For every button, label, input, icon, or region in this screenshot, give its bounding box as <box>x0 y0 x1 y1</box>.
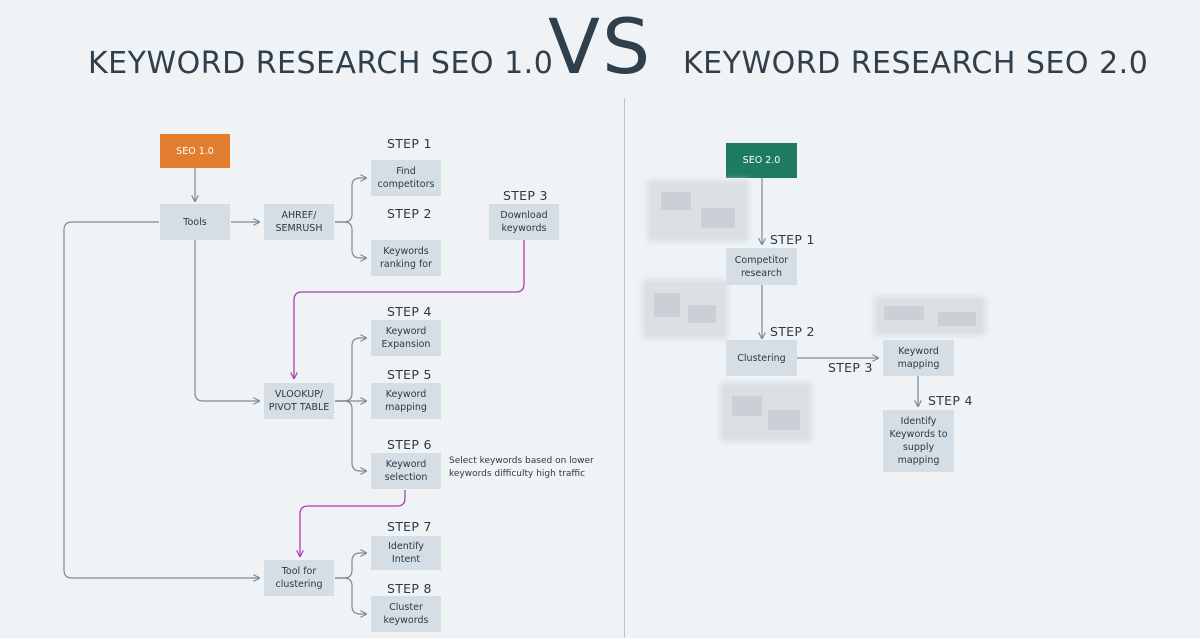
ahref-branch-up <box>335 178 366 223</box>
seo1-step-5: STEP 5 <box>387 367 432 382</box>
clustering-box: Clustering <box>726 340 797 376</box>
seo1-step-2: STEP 2 <box>387 206 432 221</box>
tools-to-vlookup <box>194 240 259 401</box>
obscured-region <box>878 300 982 332</box>
seo2-step-3: STEP 3 <box>828 360 873 375</box>
download-keywords-box: Download keywords <box>489 204 559 240</box>
vs-label: VS <box>548 2 653 91</box>
keywords-ranking-box: Keywords ranking for <box>371 240 441 276</box>
tool-for-clustering-box: Tool for clustering <box>264 560 334 596</box>
vlookup-pivot-box: VLOOKUP/ PIVOT TABLE <box>264 383 334 419</box>
seo2-keyword-mapping-box: Keyword mapping <box>883 340 954 376</box>
ahref-branch-down <box>335 221 366 258</box>
selection-note: Select keywords based on lower keywords … <box>449 456 594 479</box>
identify-keywords-box: Identify Keywords to supply mapping <box>883 410 954 472</box>
seo2-start-box: SEO 2.0 <box>726 143 797 178</box>
clustering-branch-up <box>335 553 366 579</box>
identify-intent-box: Identify Intent <box>371 536 441 570</box>
tools-box: Tools <box>160 204 230 240</box>
obscured-region <box>646 283 724 335</box>
obscured-region <box>651 184 745 238</box>
seo1-start-box: SEO 1.0 <box>160 134 230 168</box>
find-competitors-box: Find competitors <box>371 160 441 196</box>
seo1-step-3: STEP 3 <box>503 188 548 203</box>
center-divider <box>624 98 625 638</box>
seo1-step-6: STEP 6 <box>387 437 432 452</box>
seo1-step-8: STEP 8 <box>387 581 432 596</box>
keyword-expansion-box: Keyword Expansion <box>371 320 441 356</box>
seo1-step-7: STEP 7 <box>387 519 432 534</box>
seo1-step-4: STEP 4 <box>387 304 432 319</box>
seo1-step-1: STEP 1 <box>387 136 432 151</box>
left-title: KEYWORD RESEARCH SEO 1.0 <box>88 46 554 81</box>
vlookup-branch-down <box>335 400 366 471</box>
ahref-semrush-box: AHREF/ SEMRUSH <box>264 204 334 240</box>
vlookup-branch-up <box>335 338 366 402</box>
seo2-step-4: STEP 4 <box>928 393 973 408</box>
selection-to-clustering <box>300 490 406 556</box>
clustering-branch-down <box>335 577 366 614</box>
cluster-keywords-box: Cluster keywords <box>371 596 441 632</box>
obscured-region <box>724 386 808 438</box>
seo2-step-1: STEP 1 <box>770 232 815 247</box>
competitor-research-box: Competitor research <box>726 248 797 285</box>
keyword-selection-box: Keyword selection <box>371 453 441 489</box>
seo2-step-2: STEP 2 <box>770 324 815 339</box>
download-to-vlookup <box>294 240 525 378</box>
keyword-mapping-box: Keyword mapping <box>371 383 441 419</box>
right-title: KEYWORD RESEARCH SEO 2.0 <box>683 46 1149 81</box>
tools-loop-to-clustering <box>63 221 259 578</box>
